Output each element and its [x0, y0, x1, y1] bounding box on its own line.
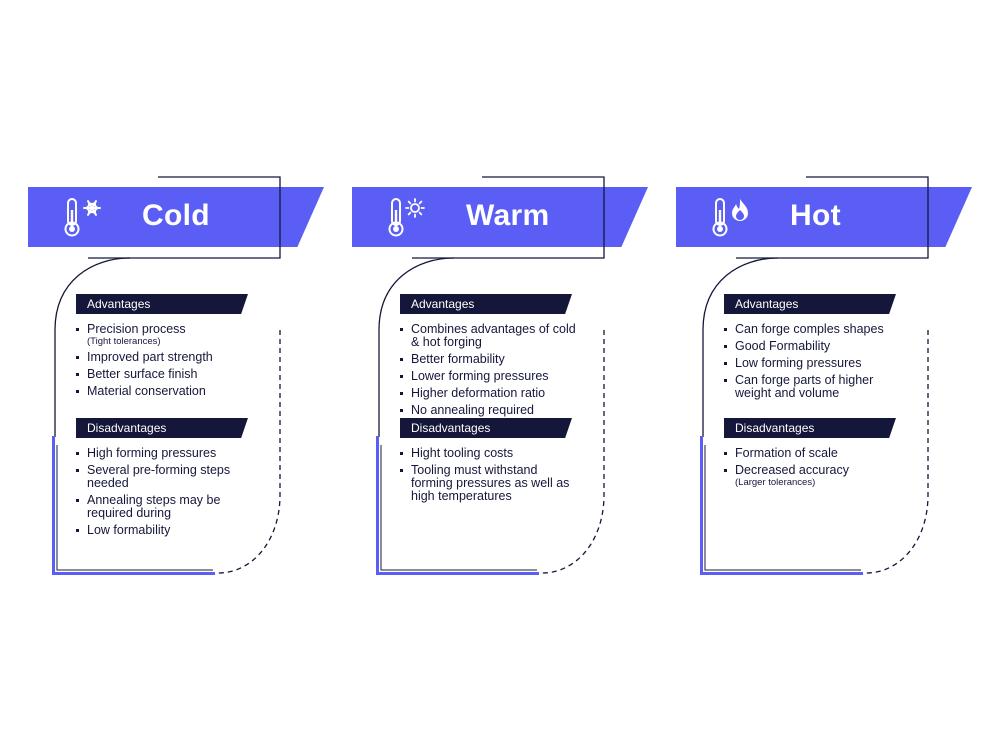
list-item: Hight tooling costs	[400, 447, 580, 460]
list-item: Can forge parts of higher weight and vol…	[724, 374, 904, 400]
list-item-text: Better formability	[411, 352, 505, 366]
card-outline	[376, 176, 605, 575]
list-item-text: Annealing steps may be required during	[87, 493, 221, 520]
list-item: No annealing required	[400, 404, 580, 417]
list-item-text: Lower forming pressures	[411, 369, 549, 383]
list-item: Low formability	[76, 524, 256, 537]
list-item-text: Decreased accuracy	[735, 463, 849, 477]
advantages-label: Advantages	[724, 294, 896, 314]
list-item: Decreased accuracy(Larger tolerances)	[724, 464, 904, 488]
card-header	[28, 187, 324, 247]
list-item: Low forming pressures	[724, 357, 904, 370]
list-item-text: High forming pressures	[87, 446, 217, 460]
list-item: Better surface finish	[76, 368, 256, 381]
list-item: Precision process(Tight tolerances)	[76, 323, 256, 347]
list-item-text: Precision process	[87, 322, 186, 336]
list-item-text: Combines advantages of cold & hot forgin…	[411, 322, 576, 349]
list-item: Better formability	[400, 353, 580, 366]
list-item: High forming pressures	[76, 447, 256, 460]
list-item-text: Better surface finish	[87, 367, 198, 381]
card-title: Warm	[466, 199, 550, 232]
list-item: Good Formability	[724, 340, 904, 353]
disadvantages-label: Disadvantages	[724, 418, 896, 438]
list-item-note: (Tight tolerances)	[87, 336, 161, 347]
thermometer-flame-icon	[712, 198, 748, 237]
disadvantages-label: Disadvantages	[76, 418, 248, 438]
list-item-text: Can forge comples shapes	[735, 322, 884, 336]
list-item-text: Low forming pressures	[735, 356, 862, 370]
card-title: Cold	[142, 199, 210, 232]
list-item: Annealing steps may be required during	[76, 494, 256, 520]
list-item-text: Formation of scale	[735, 446, 838, 460]
list-item-text: Higher deformation ratio	[411, 386, 546, 400]
advantages-list: Precision process(Tight tolerances) Impro…	[76, 323, 256, 402]
card-header	[676, 187, 972, 247]
list-item-text: Improved part strength	[87, 350, 213, 364]
card-outline	[52, 176, 281, 575]
disadvantages-label: Disadvantages	[400, 418, 572, 438]
list-item: Can forge comples shapes	[724, 323, 904, 336]
list-item-text: Tooling must withstand forming pressures…	[411, 463, 570, 503]
card-title: Hot	[790, 199, 841, 232]
card-outline	[700, 176, 929, 575]
thermometer-sun-icon	[388, 198, 425, 237]
list-item: Several pre-forming steps needed	[76, 464, 256, 490]
card-header	[352, 187, 648, 247]
list-item: Higher deformation ratio	[400, 387, 580, 400]
list-item-note: (Larger tolerances)	[735, 477, 816, 488]
advantages-label: Advantages	[400, 294, 572, 314]
list-item-text: Good Formability	[735, 339, 831, 353]
list-item: Lower forming pressures	[400, 370, 580, 383]
list-item-text: Low formability	[87, 523, 171, 537]
advantages-list: Combines advantages of cold & hot forgin…	[400, 323, 580, 421]
list-item-text: No annealing required	[411, 403, 535, 417]
list-item-text: Several pre-forming steps needed	[87, 463, 231, 490]
list-item-text: Material conservation	[87, 384, 206, 398]
list-item: Combines advantages of cold & hot forgin…	[400, 323, 580, 349]
advantages-label: Advantages	[76, 294, 248, 314]
list-item-text: Hight tooling costs	[411, 446, 514, 460]
list-item: Improved part strength	[76, 351, 256, 364]
thermometer-snowflake-icon	[64, 198, 101, 237]
list-item-text: Can forge parts of higher weight and vol…	[735, 373, 874, 400]
list-item: Tooling must withstand forming pressures…	[400, 464, 580, 503]
list-item: Formation of scale	[724, 447, 904, 460]
list-item: Material conservation	[76, 385, 256, 398]
